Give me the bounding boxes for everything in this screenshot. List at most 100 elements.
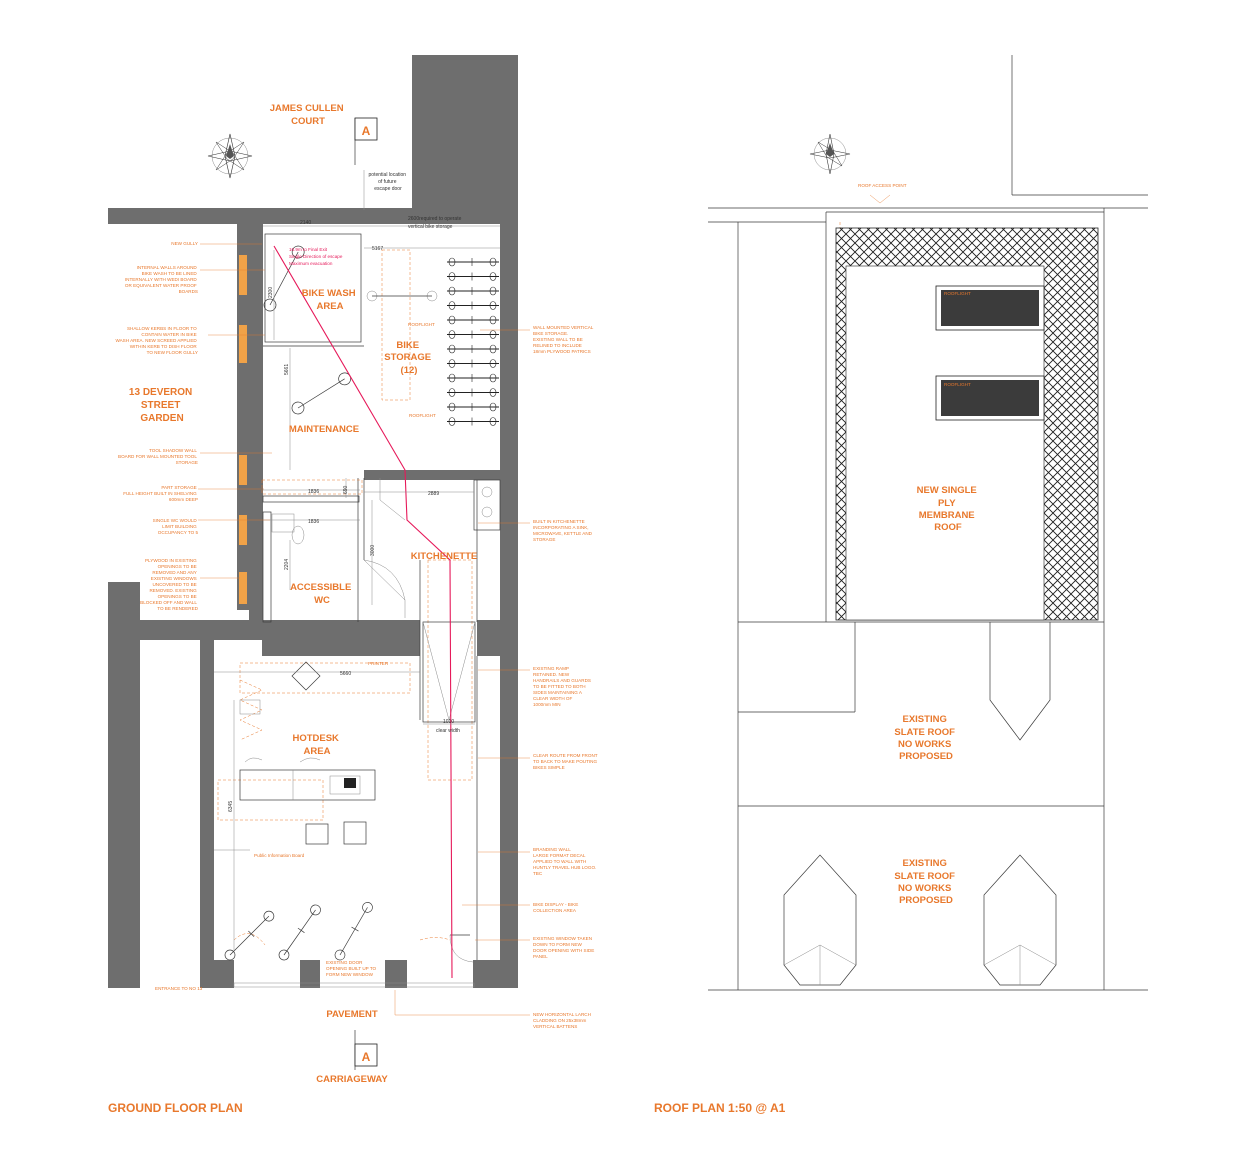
dim-2600: 2600required to operate — [408, 216, 462, 222]
front-door — [233, 934, 475, 988]
wall-front-west — [200, 640, 214, 988]
roof-rooflight-label-1: ROOFLIGHT — [944, 291, 971, 296]
room-maintenance: MAINTENANCE — [289, 424, 359, 435]
section-marker-top-label: A — [362, 124, 371, 138]
vertical-bike — [447, 301, 499, 310]
roof-plan: ROOFLIGHT ROOFLIGHT ROOF ACCESS POINT — [654, 55, 1148, 1115]
room-garden: 13 DEVERON STREET GARDEN — [129, 387, 195, 424]
room-bike-wash-area: BIKE WASH AREA — [302, 288, 358, 312]
vertical-bike — [447, 388, 499, 397]
dim-1836b: 1836 — [308, 519, 319, 525]
label-carriageway: CARRIAGEWAY — [316, 1074, 388, 1085]
rooflight-1: ROOFLIGHT — [935, 285, 1045, 331]
vertical-bike — [447, 330, 499, 339]
dim-2300: 2300 — [268, 287, 274, 298]
dim-5660: 5660 — [340, 671, 351, 677]
plywood-patches — [239, 255, 247, 604]
roof-access-label: ROOF ACCESS POINT — [858, 183, 907, 188]
dim-2600b: vertical bike storage — [408, 224, 453, 230]
note-existing-ramp: EXISTING RAMP RETAINED. NEW HANDRAILS AN… — [533, 666, 592, 707]
left-annotations: NEW GULLY INTERNAL WALLS AROUND BIKE WAS… — [115, 241, 198, 611]
room-accessible-wc: ACCESSIBLE WC — [290, 582, 354, 606]
dim-2889: 2889 — [428, 491, 439, 497]
room-james-cullen-court: JAMES CULLEN COURT — [270, 103, 347, 127]
room-bike-storage: BIKE STORAGE (12) — [384, 340, 433, 376]
note-plywood: PLYWOOD IN EXISTING OPENINGS TO BE REMOV… — [140, 558, 199, 611]
note-bike-display: BIKE DISPLAY - BIKE COLLECTION AREA — [533, 902, 580, 913]
wall-mid — [262, 620, 420, 656]
label-slate-roof-2: EXISTING SLATE ROOF NO WORKS PROPOSED — [894, 858, 957, 906]
dim-5167: 5167 — [372, 246, 383, 252]
public-info-board-label: Public Information Board — [254, 853, 305, 858]
note-branding-wall: BRANDING WALL LARGE FORMAT DECAL APPLIED… — [533, 847, 598, 876]
north-arrow — [207, 133, 253, 179]
building-walls — [108, 55, 518, 988]
wall-west-inner — [237, 224, 249, 610]
dim-3000: 3000 — [370, 545, 376, 556]
note-shallow-kerbs: SHALLOW KERBS IN FLOOR TO CONTAIN WATER … — [115, 326, 198, 355]
pier-east — [385, 960, 407, 988]
vertical-bike — [447, 257, 499, 267]
note-built-in-kitchenette: BUILT IN KITCHENETTE INCORPORATING A SIN… — [533, 519, 593, 542]
dim-1010: 1010 — [443, 719, 454, 725]
dim-6345: 6345 — [228, 801, 234, 812]
note-internal-walls: INTERNAL WALLS AROUND BIKE WASH TO BE LI… — [125, 265, 198, 294]
dimension-texts: 2140 2600required to operate vertical bi… — [228, 216, 462, 812]
final-exit-note: 16.9m to Final Exit Single Direction of … — [289, 247, 344, 266]
dim-1836a: 1836 — [308, 489, 319, 495]
pier-door — [473, 960, 500, 988]
note-single-wc: SINGLE WC WOULD LIMIT BUILDING OCCUPANCY… — [153, 518, 199, 535]
ground-floor-plan-title: GROUND FLOOR PLAN — [108, 1101, 243, 1115]
roof-dormers — [783, 622, 1057, 986]
note-clear-route: CLEAR ROUTE FROM FRONT TO BACK TO MAKE P… — [533, 753, 599, 770]
note-part-storage: PART STORAGE FULL HEIGHT BUILT IN SHELVI… — [123, 485, 198, 502]
roof-access-point: ROOF ACCESS POINT — [858, 183, 907, 204]
annotation-leaders — [198, 243, 530, 1016]
hotdesk-furniture — [214, 661, 376, 851]
escape-door-note: potential location of future escape door — [369, 172, 408, 192]
note-larch-cladding: NEW HORIZONTAL LARCH CLADDING ON 25x38mm… — [533, 1012, 592, 1029]
wall-nw-corner — [108, 208, 118, 222]
ground-floor-plan: A A JAMES CULLEN COURT 13 DEVERON STREET… — [108, 55, 599, 1115]
room-kitchenette: KITCHENETTE — [411, 551, 478, 562]
rooflight-label-2: ROOFLIGHT — [409, 413, 436, 418]
room-labels: JAMES CULLEN COURT 13 DEVERON STREET GAR… — [129, 103, 477, 1085]
label-pavement: PAVEMENT — [326, 1009, 378, 1020]
vertical-bike — [447, 417, 499, 426]
note-new-gully: NEW GULLY — [171, 241, 198, 246]
vertical-bike — [447, 373, 499, 383]
pier-west — [214, 960, 234, 988]
wall-kitchen-north — [364, 470, 428, 480]
note-tool-shadow: TOOL SHADOW WALL BOARD FOR WALL MOUNTED … — [118, 448, 198, 465]
section-marker-bottom: A — [354, 1030, 378, 1070]
internal-partitions — [262, 233, 501, 960]
dim-2140: 2140 — [300, 220, 311, 226]
vertical-bike — [447, 315, 499, 325]
dim-690: 690 — [343, 485, 349, 494]
printer-label: PRINTER — [368, 661, 389, 666]
section-marker-top: A — [354, 117, 378, 165]
entrance-label: ENTRANCE TO NO 13 — [155, 986, 203, 991]
wall-north-east — [412, 55, 518, 210]
escape-route-line — [273, 245, 453, 979]
vertical-bike-rack — [447, 257, 499, 426]
dim-5661: 5661 — [284, 364, 290, 375]
roof-plan-title: ROOF PLAN 1:50 @ A1 — [654, 1101, 786, 1115]
ramp — [422, 621, 476, 723]
room-hotdesk-area: HOTDESK AREA — [292, 733, 341, 757]
pier-mid — [300, 960, 320, 988]
vertical-bike — [447, 402, 499, 412]
right-annotations: WALL MOUNTED VERTICAL BIKE STORAGE. EXIS… — [533, 325, 599, 1029]
wall-west-lower — [108, 582, 140, 988]
label-slate-roof-1: EXISTING SLATE ROOF NO WORKS PROPOSED — [894, 714, 957, 762]
existing-door-note: EXISTING DOOR OPENING BUILT UP TO FORM N… — [326, 960, 377, 977]
note-wall-mounted: WALL MOUNTED VERTICAL BIKE STORAGE. EXIS… — [533, 325, 594, 354]
wall-kitchen-north-b — [428, 470, 500, 480]
wall-east — [500, 208, 518, 988]
small-labels: potential location of future escape door… — [155, 172, 436, 991]
note-existing-window: EXISTING WINDOW TAKEN DOWN TO FORM NEW D… — [533, 936, 596, 959]
vertical-bike — [447, 272, 499, 281]
dim-2204: 2204 — [284, 559, 290, 570]
wall-west-line — [249, 224, 263, 620]
roof-north-arrow — [809, 133, 851, 175]
